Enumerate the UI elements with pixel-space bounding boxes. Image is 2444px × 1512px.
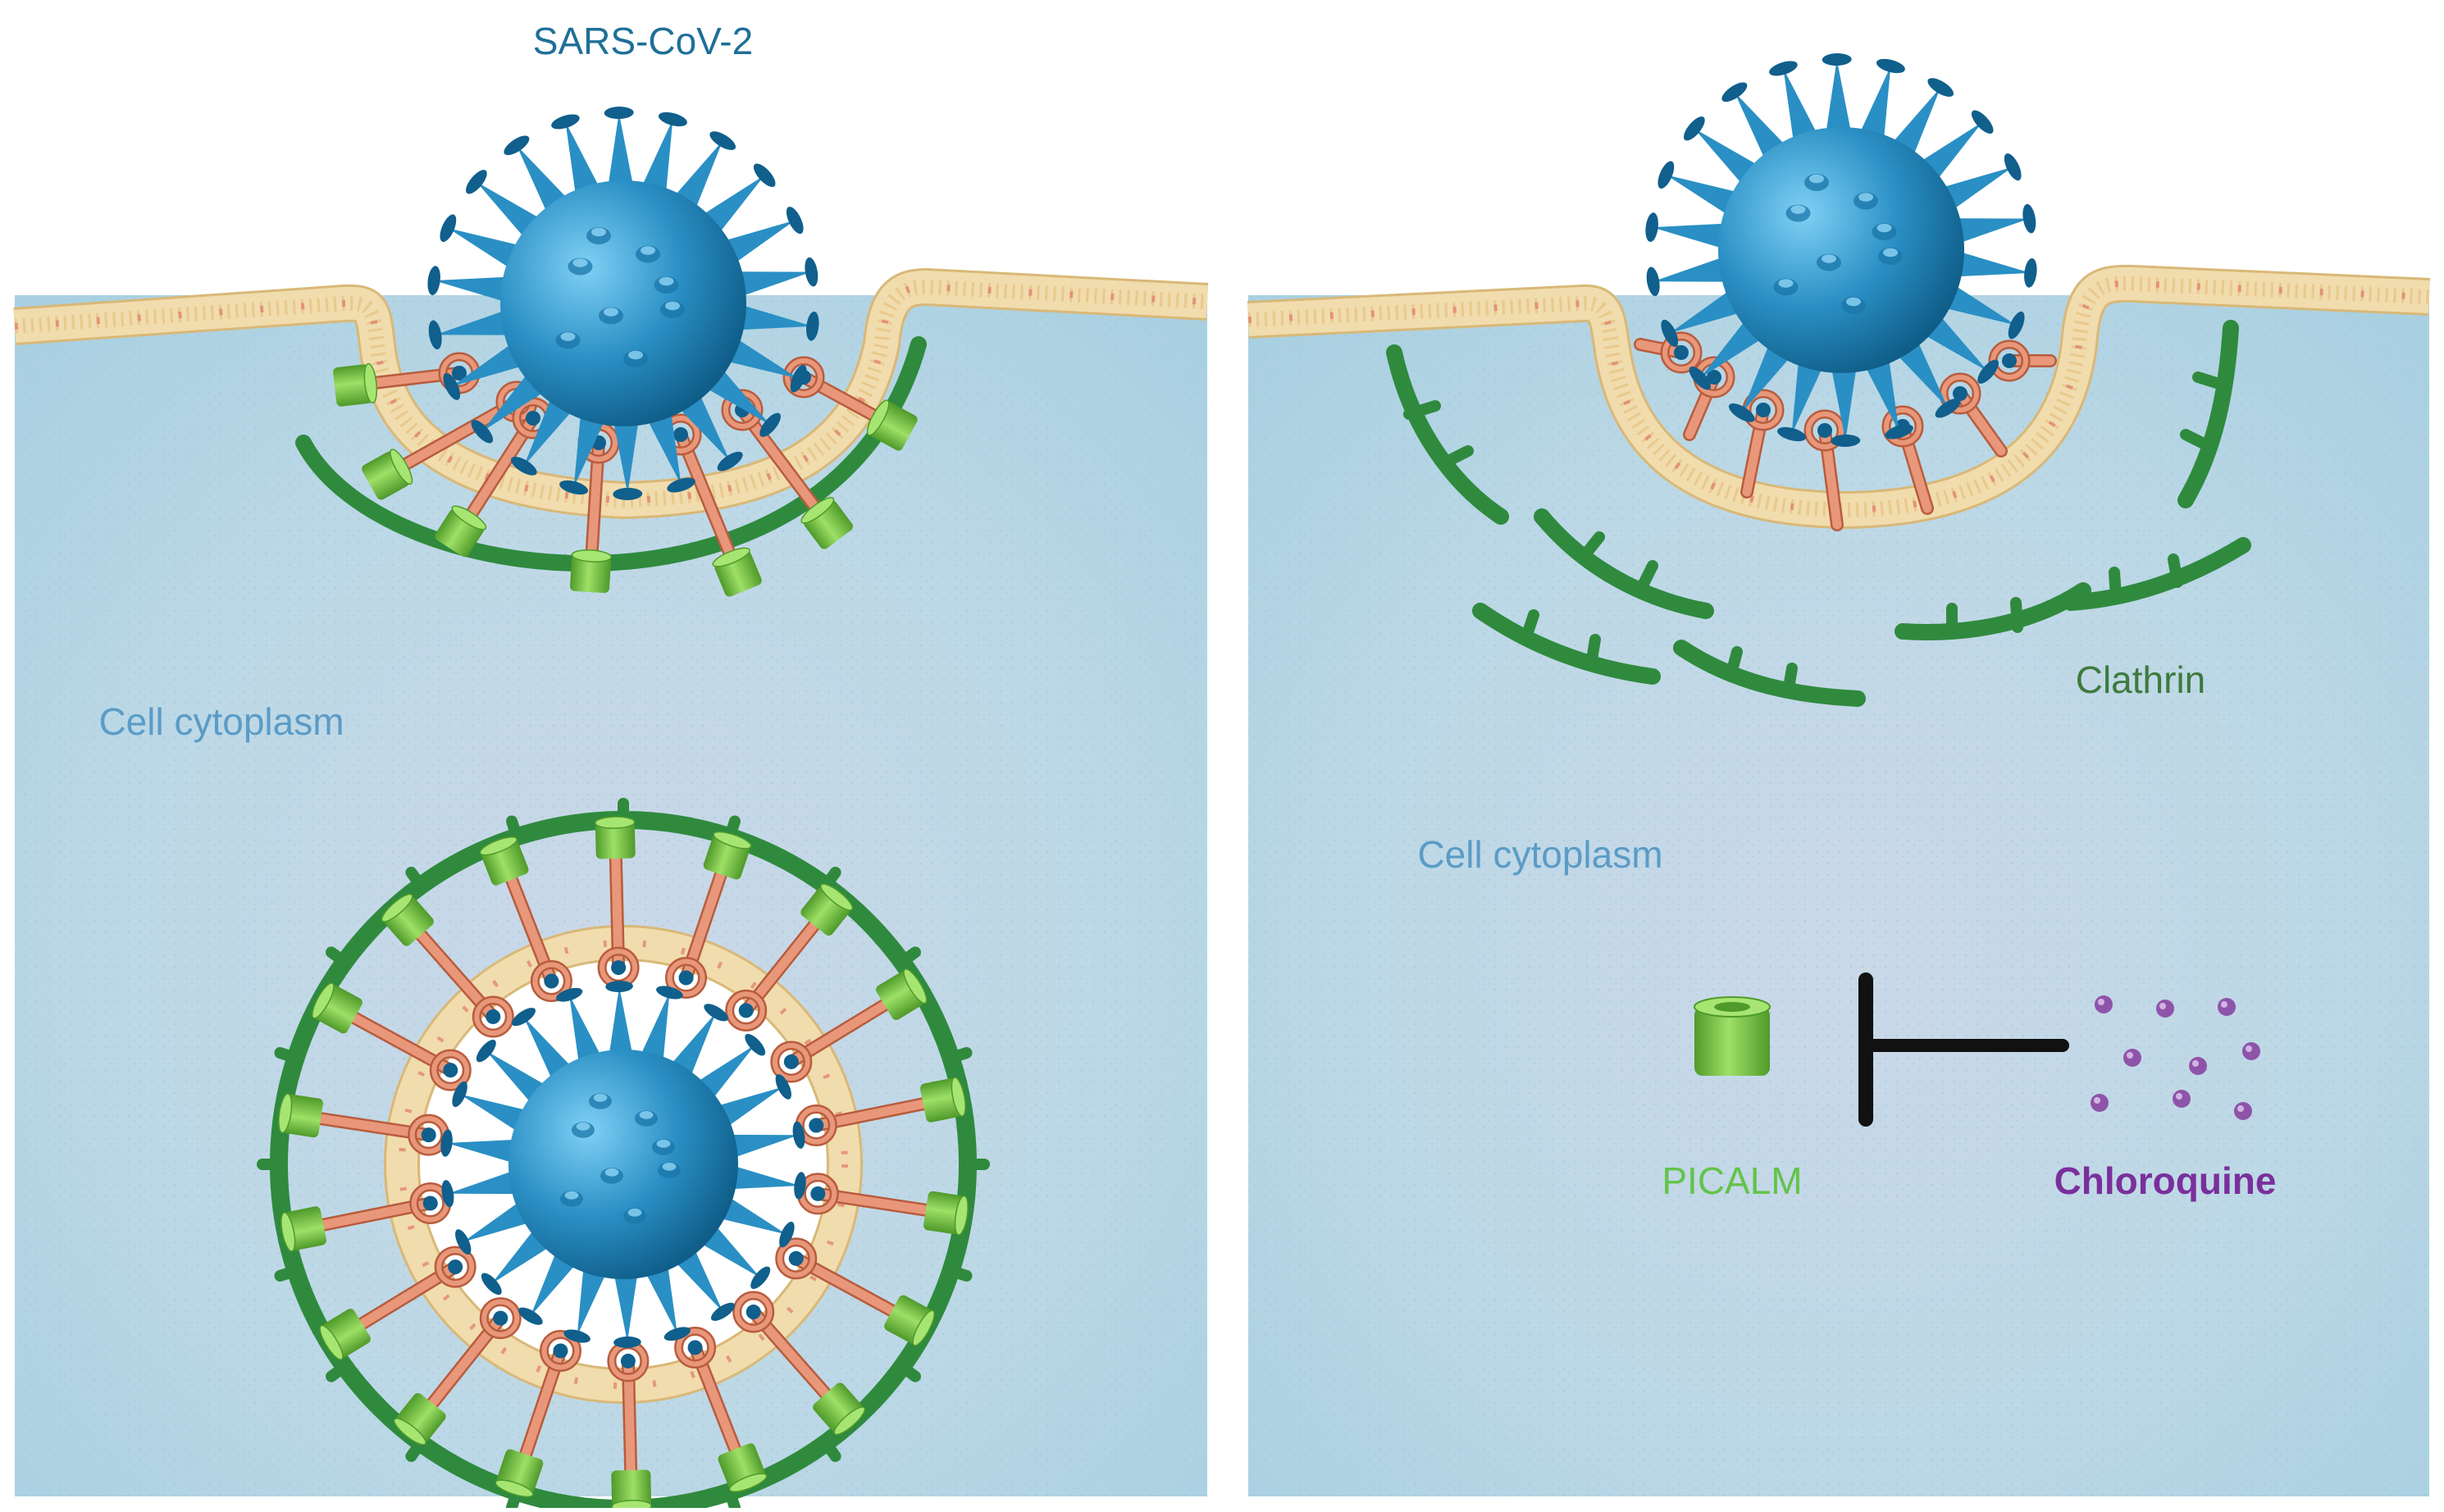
clathrin-tick (723, 1486, 741, 1512)
chloroquine-particle (2091, 1094, 2109, 1112)
clathrin-tick (274, 1264, 302, 1282)
clathrin-tick (896, 946, 921, 968)
receptor-icon (498, 856, 572, 1003)
right-panel (1248, 295, 2429, 1496)
clathrin-tick (326, 1360, 351, 1382)
clathrin-tick (326, 946, 351, 968)
picalm-icon (1694, 996, 1771, 1076)
picalm-icon (611, 1469, 652, 1512)
clathrin-tick (274, 1047, 302, 1064)
clathrin-tick (819, 1437, 841, 1462)
clathrin-fragment (1472, 603, 1661, 685)
picalm-icon (333, 362, 378, 407)
plasma-membranes (13, 264, 2431, 529)
receptor-icon (332, 1002, 472, 1091)
clathrin-fragment (2177, 320, 2239, 508)
chloroquine-particle (2123, 1049, 2141, 1067)
picalm-icon (362, 449, 413, 500)
legend-group (1694, 972, 2260, 1127)
membrane-left (13, 268, 1209, 519)
clathrin-fragment (1673, 640, 1866, 707)
virus-icon (440, 981, 806, 1348)
label-virus: SARS-CoV-2 (533, 20, 753, 62)
chloroquine-particle (2173, 1090, 2191, 1108)
picalm-icon (718, 1443, 768, 1492)
receptor-icon (775, 1237, 914, 1327)
receptor-icon (659, 413, 745, 581)
viruses (427, 53, 2037, 1348)
picalm-icon (319, 1309, 371, 1360)
picalm-icon (712, 547, 762, 597)
picalm-icon (479, 836, 529, 886)
clathrin-tick (896, 1360, 921, 1382)
picalm-icon (435, 505, 487, 558)
receptor-icon (732, 1291, 845, 1414)
label-clathrin: Clathrin (2076, 658, 2206, 701)
receptor-icon (665, 850, 733, 1000)
label-cytoplasm-left: Cell cytoplasm (98, 700, 344, 743)
chloroquine-particles (2091, 995, 2260, 1120)
picalm-icon (800, 497, 853, 549)
chloroquine-particle (2156, 1000, 2174, 1018)
picalm-icon (278, 1093, 323, 1138)
chloroquine-particle (2095, 995, 2113, 1013)
clathrin-fragments (1386, 320, 2251, 707)
clathrin-fragment (2063, 537, 2251, 611)
picalm-icon (595, 816, 636, 859)
clathrin-tick (405, 867, 427, 892)
chloroquine-particle (2242, 1042, 2260, 1060)
virus-icon (427, 107, 819, 500)
clathrin-tick (405, 1437, 427, 1462)
receptor-icon (725, 904, 832, 1032)
label-picalm: PICALM (1662, 1159, 1802, 1202)
receptor-icon (414, 1297, 522, 1424)
picalm-icon (570, 549, 613, 594)
picalm-icon (800, 883, 854, 936)
picalm-icon (813, 1382, 866, 1436)
uncoated-pit-right (1634, 331, 2057, 531)
receptor-icon (299, 1182, 452, 1236)
picalm-icon (923, 1191, 969, 1236)
clathrin-fragment (1386, 344, 1509, 525)
receptor-icon (1634, 331, 1703, 374)
clathrin-tick (945, 1264, 973, 1282)
clathrin-tick (819, 867, 841, 892)
picalm-icon (280, 1206, 327, 1252)
picalm-icon (703, 831, 752, 880)
receptor-icon (1881, 405, 1934, 515)
picalm-icon (495, 1449, 544, 1498)
label-cytoplasm-right: Cell cytoplasm (1417, 833, 1662, 876)
receptor-icon (1988, 339, 2057, 382)
membrane-right (1247, 264, 2431, 529)
chloroquine-particle (2218, 998, 2236, 1016)
receptor-icon (674, 1326, 749, 1473)
picalm-icon (866, 399, 918, 451)
virus-icon (1645, 53, 2037, 447)
receptor-icon (1939, 372, 2008, 458)
picalm-icon (876, 968, 928, 1020)
receptor-icon (402, 914, 514, 1038)
receptor-icon (513, 1329, 581, 1478)
picalm-icon (884, 1295, 935, 1346)
picalm-icon (919, 1077, 966, 1123)
chloroquine-particle (2234, 1102, 2252, 1120)
clathrin-fragment (1534, 508, 1714, 619)
right-cytoplasm-texture (1248, 295, 2429, 1496)
inhibition-arrow (1858, 972, 2069, 1127)
clathrin-arc (295, 336, 927, 572)
picalm-icon (312, 982, 362, 1034)
clathrin-tick (506, 815, 523, 843)
receptor-icon (1803, 409, 1846, 531)
receptor-icon (770, 989, 907, 1083)
clathrin-tick (945, 1047, 973, 1064)
label-chloroquine: Chloroquine (2054, 1159, 2277, 1202)
picalm-icon (393, 1392, 446, 1446)
receptor-icon (340, 1246, 476, 1340)
chloroquine-particle (2189, 1057, 2207, 1075)
picalm-icon (381, 893, 434, 946)
